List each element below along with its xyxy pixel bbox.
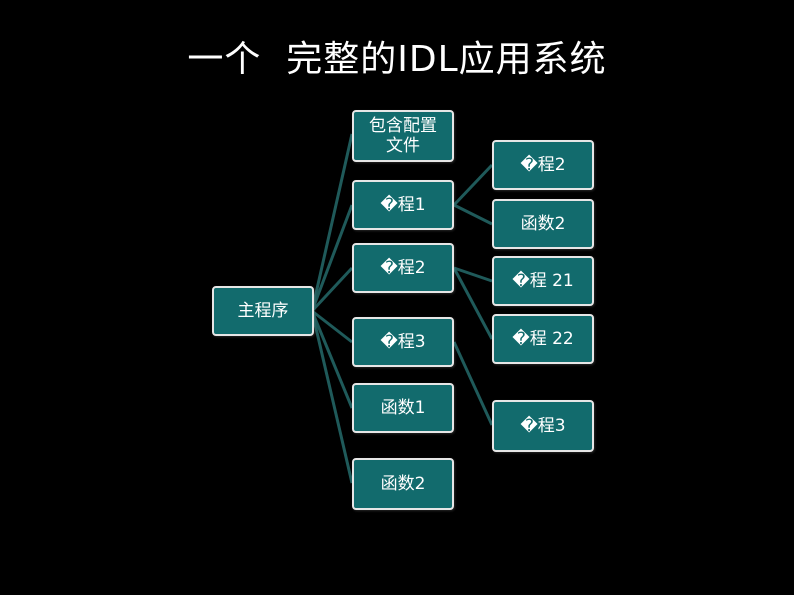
node-label: �程2 (380, 258, 426, 278)
node-proc-3: �程3 (352, 317, 454, 367)
node-label: �程3 (380, 332, 426, 352)
node-func-1: 函数1 (352, 383, 454, 433)
node-label: �程2 (520, 155, 566, 175)
node-proc-22: �程 22 (492, 314, 594, 364)
node-label: 包含配置 文件 (369, 116, 437, 156)
node-label: �程1 (380, 195, 426, 215)
connector-root-config (310, 133, 354, 312)
node-proc-2: �程2 (352, 243, 454, 293)
connector-proc2-proc21 (453, 266, 493, 283)
connector-root-func1 (310, 310, 354, 409)
node-label: 主程序 (237, 301, 289, 321)
node-proc-2-child: �程2 (492, 140, 594, 190)
node-main-program: 主程序 (212, 286, 314, 336)
connector-proc1-proc2 (452, 163, 494, 207)
node-proc-3-child: �程3 (492, 400, 594, 452)
connector-proc3-proc3 (452, 341, 494, 426)
connector-root-proc1 (310, 204, 354, 312)
node-label: 函数2 (520, 214, 566, 234)
node-label: 函数1 (380, 398, 426, 418)
diagram-title: 一个 完整的IDL应用系统 (187, 39, 607, 80)
connector-proc1-func2 (453, 203, 493, 226)
connector-root-proc3 (311, 309, 353, 344)
node-proc-1: �程1 (352, 180, 454, 230)
node-proc-21: �程 21 (492, 256, 594, 306)
node-func-2: 函数2 (352, 458, 454, 510)
connector-proc2-proc22 (452, 267, 494, 340)
node-func-2-child: 函数2 (492, 199, 594, 249)
node-label: 函数2 (380, 474, 426, 494)
node-config-file: 包含配置 文件 (352, 110, 454, 162)
connector-root-func2 (310, 310, 354, 484)
node-label: �程 21 (512, 271, 574, 291)
node-label: �程3 (520, 416, 566, 436)
node-label: �程 22 (512, 329, 574, 349)
connector-root-proc2 (310, 266, 354, 313)
